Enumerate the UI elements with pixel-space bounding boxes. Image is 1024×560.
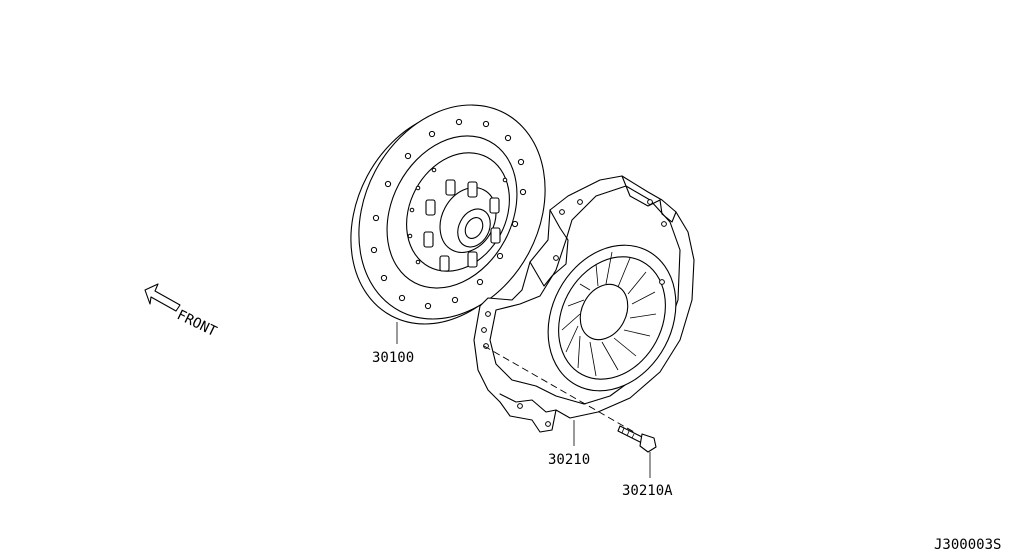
clutch-disc (350, 104, 546, 325)
part-number-30210: 30210 (548, 452, 590, 468)
part-number-30100: 30100 (372, 350, 414, 366)
bolt (617, 425, 657, 453)
part-number-30210A: 30210A (622, 483, 673, 499)
front-label: FRONT (174, 307, 219, 340)
front-arrow-icon (144, 283, 181, 312)
pressure-plate (473, 175, 695, 433)
figure-id: J300003S (934, 537, 1001, 553)
bolt-axis-line (483, 345, 635, 433)
